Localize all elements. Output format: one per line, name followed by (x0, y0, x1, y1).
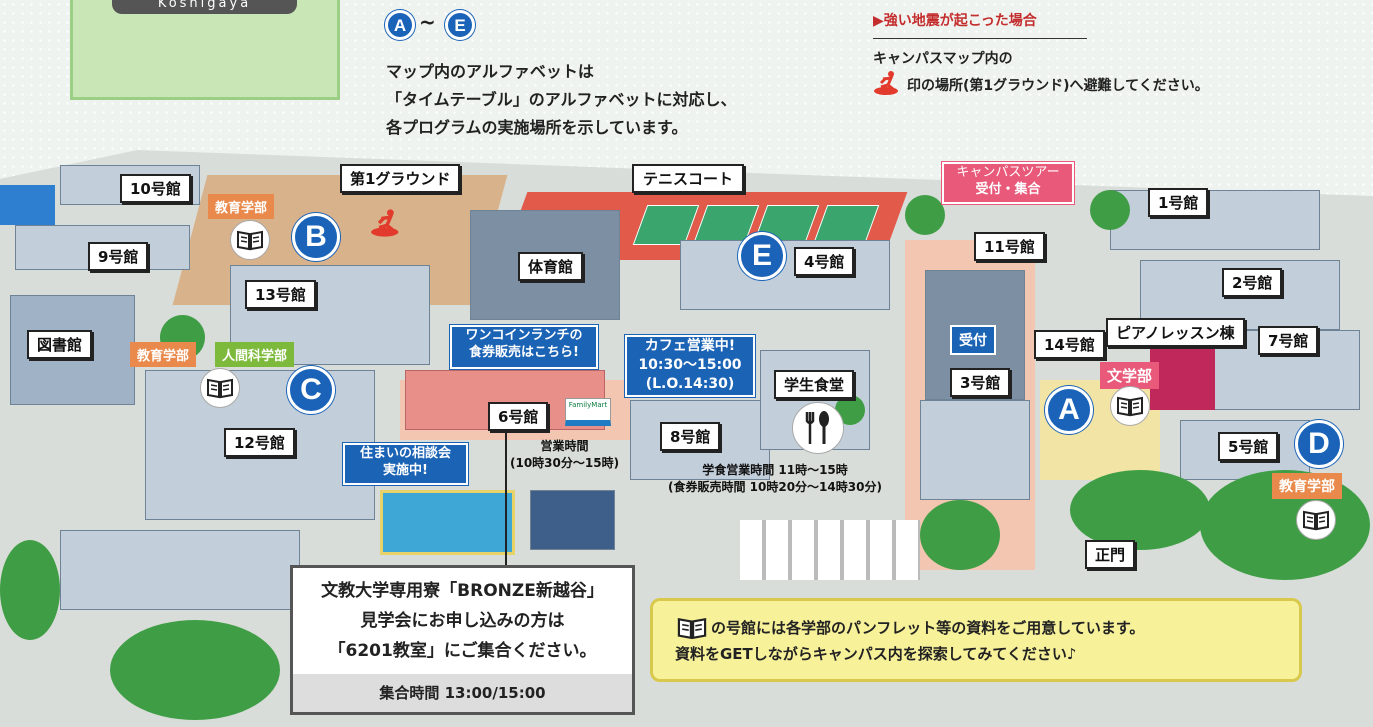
label-building-12: 12号館 (224, 428, 295, 457)
dorm-line-3: 「6201教室」にご集合ください。 (328, 641, 597, 661)
info-line-2: 資料をGETしながらキャンパス内を探索してみてください♪ (675, 645, 1077, 663)
campus-name-label: Koshigaya (112, 0, 297, 14)
dorm-tour-notice: 文教大学専用寮「BRONZE新越谷」 見学会にお申し込みの方は 「6201教室」… (290, 565, 635, 715)
faculty-tag-education-c: 教育学部 (130, 342, 197, 367)
building-dark-block (530, 490, 615, 550)
tree (110, 620, 280, 720)
location-marker-e[interactable]: E (738, 232, 786, 280)
building-3-lower (920, 400, 1030, 500)
housing-line-1: 住まいの相談会 (359, 446, 451, 461)
book-icon (230, 220, 270, 260)
label-building-14: 14号館 (1034, 330, 1105, 359)
building-1 (1110, 190, 1320, 250)
brochure-info-box: の号館には各学部のパンフレット等の資料をご用意しています。 資料をGETしながら… (650, 598, 1302, 682)
label-tennis-court: テニスコート (632, 164, 744, 193)
one-coin-lunch-bubble: ワンコインランチの 食券販売はこちら! (450, 325, 598, 369)
b6-hours-line-1: 営業時間 (540, 439, 589, 453)
label-building-11: 11号館 (974, 232, 1045, 261)
intro-line-1: マップ内のアルファベットは (386, 62, 594, 81)
label-building-6: 6号館 (488, 402, 549, 431)
range-separator: ~ (419, 10, 436, 34)
label-main-gate: 正門 (1085, 540, 1136, 569)
b6-hours-line-2: (10時30分〜15時) (510, 456, 620, 470)
swimming-pool (380, 490, 515, 555)
tree (1070, 470, 1210, 550)
evacuation-point-icon (370, 208, 404, 238)
cafeteria-hours-note: 学食営業時間 11時〜15時 (食券販売時間 10時20分〜14時30分) (668, 462, 882, 496)
book-icon (675, 616, 711, 640)
book-icon (1110, 386, 1150, 426)
label-building-13: 13号館 (245, 280, 316, 309)
label-piano-lesson-building: ピアノレッスン棟 (1106, 318, 1245, 347)
tree (1090, 190, 1130, 230)
lunch-line-1: ワンコインランチの (465, 328, 583, 343)
faculty-tag-education-b: 教育学部 (208, 194, 275, 219)
earthquake-line-2: 印の場所(第1グラウンド)へ避難してください。 (907, 78, 1209, 94)
lunch-line-2: 食券販売はこちら! (469, 345, 579, 360)
label-building-8: 8号館 (660, 422, 721, 451)
housing-consultation-bubble: 住まいの相談会 実施中! (343, 443, 468, 485)
familymart-logo: FamilyMart (565, 398, 611, 426)
cafe-line-1: カフェ営業中! (644, 338, 736, 354)
label-building-4: 4号館 (794, 247, 855, 276)
evacuation-runner-icon (873, 70, 903, 96)
b6-hours-note: 営業時間 (10時30分〜15時) (510, 438, 619, 472)
cafeteria-hours-line-2: (食券販売時間 10時20分〜14時30分) (668, 480, 882, 494)
intro-line-2: 「タイムテーブル」のアルファベットに対応し、 (386, 90, 737, 109)
label-building-2: 2号館 (1222, 268, 1283, 297)
building-south (60, 530, 300, 610)
label-first-ground: 第1グラウンド (340, 164, 461, 193)
dorm-meeting-time: 集合時間 13:00/15:00 (293, 674, 632, 712)
dorm-line-1: 文教大学専用寮「BRONZE新越谷」 (321, 581, 604, 601)
dorm-line-2: 見学会にお申し込みの方は (360, 611, 565, 631)
outdoor-court (0, 185, 55, 225)
faculty-tag-literature-a: 文学部 (1100, 362, 1160, 389)
label-building-1: 1号館 (1148, 188, 1209, 217)
tree (0, 540, 60, 640)
label-gymnasium: 体育館 (518, 252, 584, 281)
info-line-1-row: の号館には各学部のパンフレット等の資料をご用意しています。 (675, 615, 1299, 641)
location-marker-b[interactable]: B (292, 213, 340, 261)
parking-area (740, 520, 920, 580)
campus-name-banner (70, 0, 340, 100)
location-marker-a[interactable]: A (1045, 386, 1093, 434)
intro-line-3: 各プログラムの実施場所を示しています。 (386, 118, 688, 137)
dorm-pointer-line (505, 430, 507, 565)
cafe-line-3: (L.O.14:30) (645, 376, 735, 392)
label-building-3: 3号館 (950, 368, 1011, 397)
location-marker-d[interactable]: D (1295, 420, 1343, 468)
cutlery-icon (792, 402, 844, 454)
range-marker-e: E (445, 10, 475, 40)
cafe-open-bubble: カフェ営業中! 10:30〜15:00 (L.O.14:30) (625, 335, 755, 397)
campus-tour-line-2: 受付・集合 (975, 182, 1041, 197)
label-student-cafeteria: 学生食堂 (774, 370, 855, 399)
cafe-line-2: 10:30〜15:00 (638, 357, 742, 373)
book-icon (200, 368, 240, 408)
campus-tour-line-1: キャンパスツアー (956, 165, 1060, 180)
faculty-tag-human-science-c: 人間科学部 (215, 342, 295, 367)
label-building-9: 9号館 (88, 242, 149, 271)
earthquake-title: ▶強い地震が起こった場合 (873, 13, 1037, 29)
label-building-10: 10号館 (120, 174, 191, 203)
info-line-1: の号館には各学部のパンフレット等の資料をご用意しています。 (711, 619, 1145, 637)
range-marker-a: A (385, 10, 415, 40)
earthquake-line-1: キャンパスマップ内の (873, 51, 1013, 67)
location-marker-c[interactable]: C (287, 366, 335, 414)
book-icon (1296, 500, 1336, 540)
label-building-5: 5号館 (1218, 432, 1279, 461)
campus-tour-bubble: キャンパスツアー 受付・集合 (942, 162, 1074, 204)
housing-line-2: 実施中! (383, 463, 428, 478)
map-intro-text: マップ内のアルファベットは 「タイムテーブル」のアルファベットに対応し、 各プロ… (386, 58, 737, 142)
label-library: 図書館 (27, 330, 93, 359)
tree (905, 195, 945, 235)
tree (920, 500, 1000, 570)
reception-label: 受付 (950, 325, 996, 355)
faculty-tag-education-d: 教育学部 (1272, 473, 1342, 499)
label-building-7: 7号館 (1258, 326, 1319, 355)
cafeteria-hours-line-1: 学食営業時間 11時〜15時 (702, 463, 848, 477)
earthquake-divider (873, 38, 1087, 39)
